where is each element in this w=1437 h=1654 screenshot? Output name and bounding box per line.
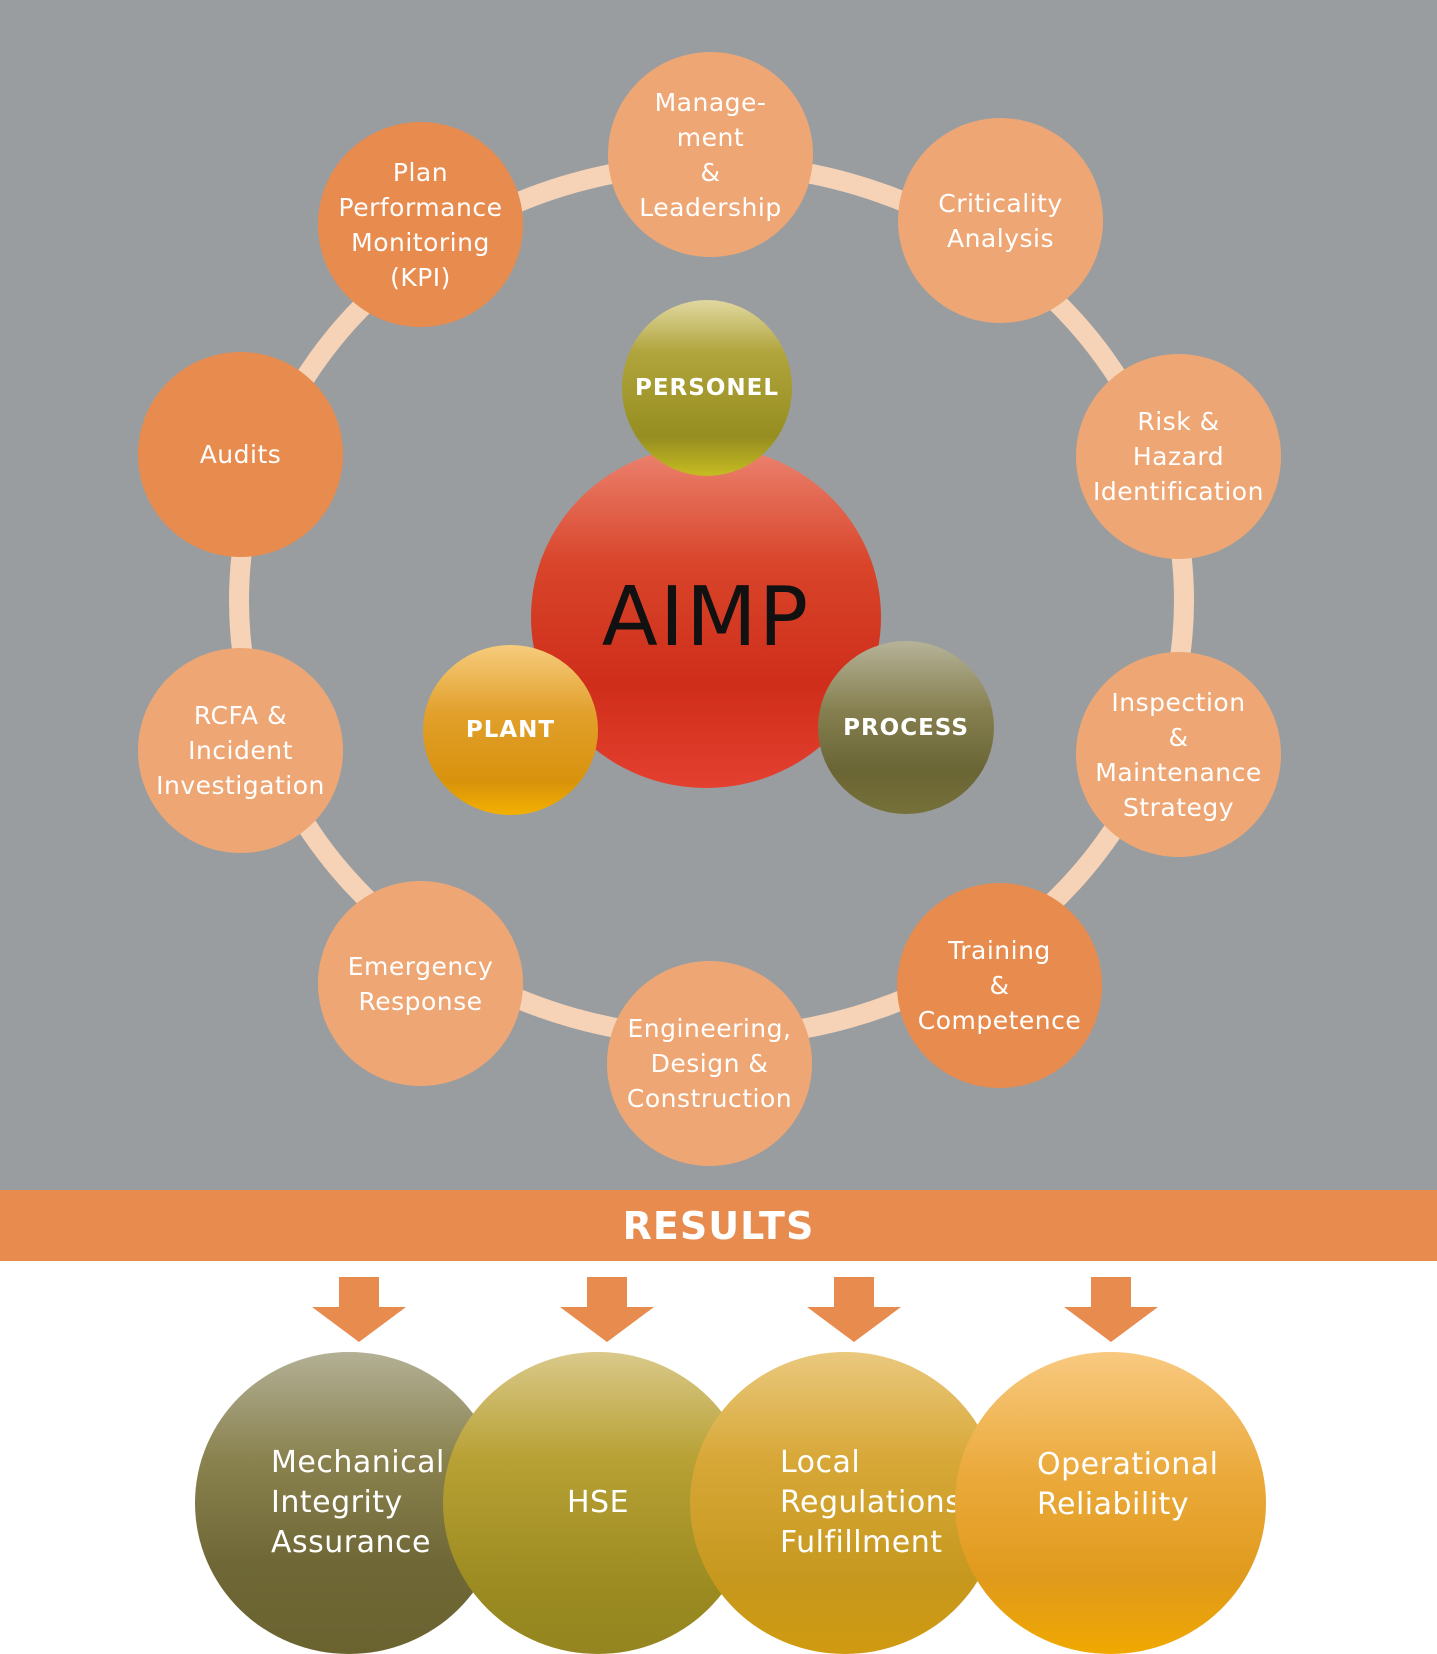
node-plan-performance-monitoring: Plan Performance Monitoring (KPI) <box>318 122 523 327</box>
results-banner: RESULTS <box>0 1190 1437 1261</box>
pillar-personel: PERSONEL <box>622 300 792 476</box>
pillar-process: PROCESS <box>818 641 994 814</box>
down-arrow-icon <box>560 1277 654 1342</box>
node-engineering-design-construction: Engineering, Design & Construction <box>607 961 812 1166</box>
framework-panel: Manage- ment & Leadership Criticality An… <box>0 0 1437 1190</box>
down-arrow-icon <box>312 1277 406 1342</box>
node-rcfa-incident-investigation: RCFA & Incident Investigation <box>138 648 343 853</box>
node-training-competence: Training & Competence <box>897 883 1102 1088</box>
pillar-plant: PLANT <box>423 645 598 815</box>
node-inspection-maintenance-strategy: Inspection & Maintenance Strategy <box>1076 652 1281 857</box>
node-criticality-analysis: Criticality Analysis <box>898 118 1103 323</box>
node-risk-hazard-identification: Risk & Hazard Identification <box>1076 354 1281 559</box>
node-emergency-response: Emergency Response <box>318 881 523 1086</box>
down-arrow-icon <box>807 1277 901 1342</box>
down-arrow-icon <box>1064 1277 1158 1342</box>
result-operational-reliability: Operational Reliability <box>955 1352 1266 1654</box>
result-local-regulations-fulfillment: Local Regulations Fulfillment <box>690 1352 1000 1654</box>
node-management-leadership: Manage- ment & Leadership <box>608 52 813 257</box>
result-mechanical-integrity-assurance: Mechanical Integrity Assurance <box>195 1352 503 1654</box>
node-audits: Audits <box>138 352 343 557</box>
